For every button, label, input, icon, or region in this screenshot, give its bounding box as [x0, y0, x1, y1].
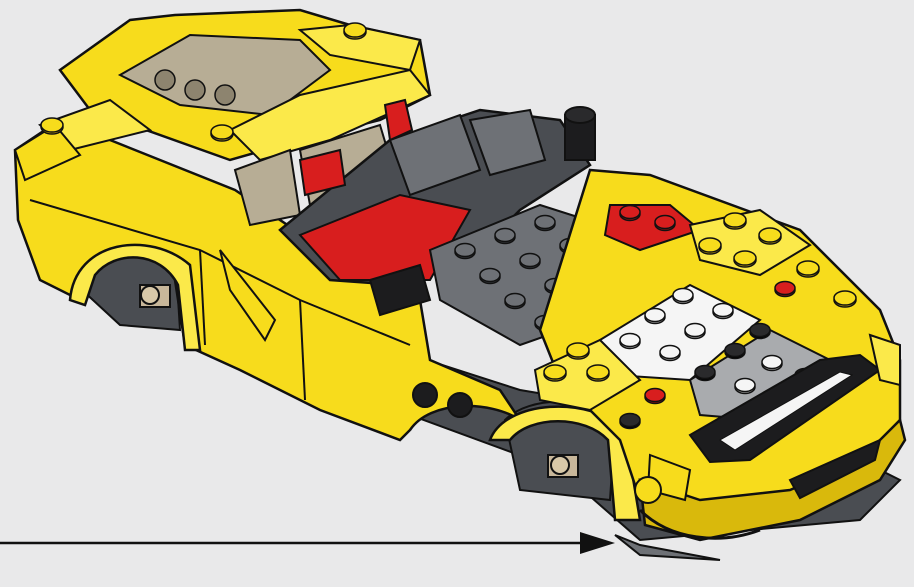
pointer-arrow	[0, 532, 615, 554]
front-hood	[533, 168, 907, 542]
cabin-roof	[13, 8, 432, 182]
